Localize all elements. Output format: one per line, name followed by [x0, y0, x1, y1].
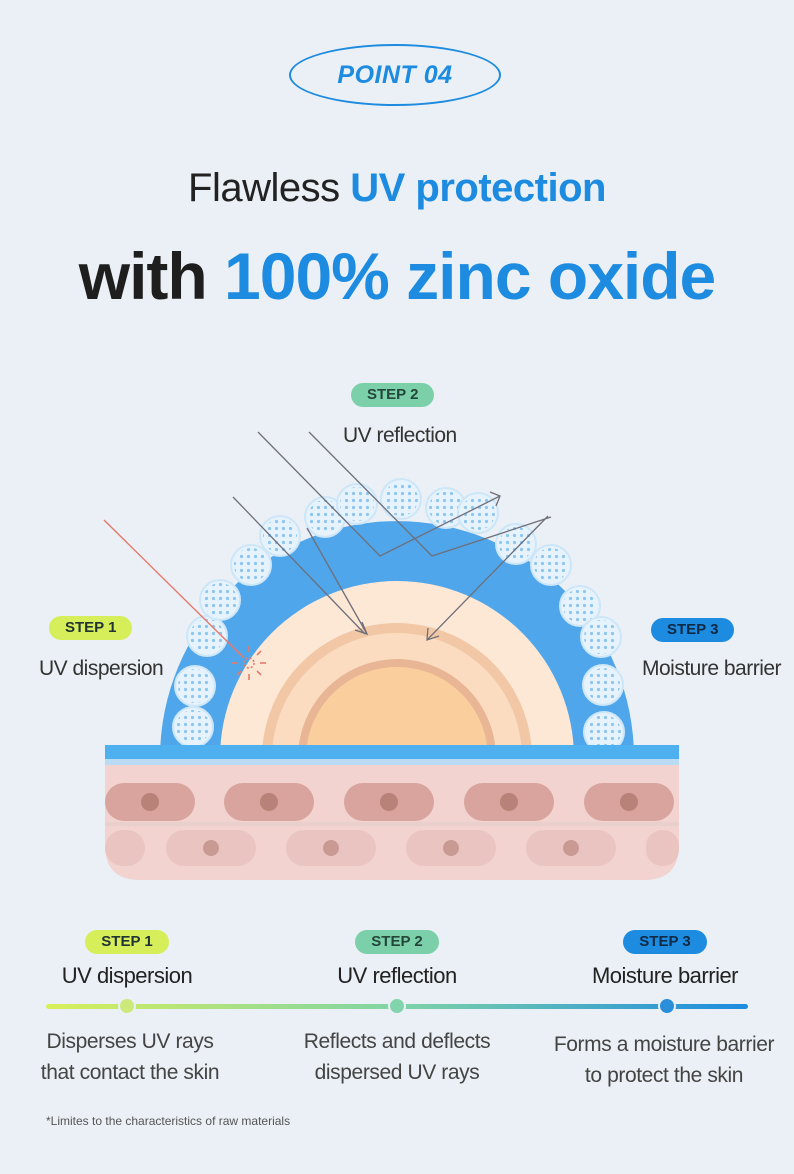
timeline-step-3-title: Moisture barrier [591, 963, 739, 988]
diagram-step2: STEP 2 [351, 383, 435, 407]
skin-cells-bottom [105, 830, 679, 866]
zinc-particle [582, 664, 624, 706]
uv-dispersion-ray [103, 519, 245, 659]
zinc-particle [530, 544, 572, 586]
timeline-step-2-desc-line1: Reflects and deflects [303, 1030, 491, 1053]
zinc-particle [336, 483, 378, 525]
timeline-step-3-desc-line1: Forms a moisture barrier [553, 1033, 775, 1056]
timeline-step-2-desc-line2: dispersed UV rays [314, 1061, 480, 1084]
timeline-step-1-desc-line1: Disperses UV rays [46, 1030, 214, 1053]
zinc-particle [199, 579, 241, 621]
barrier-layer-light [105, 759, 679, 765]
zinc-particle [174, 665, 216, 707]
diagram-step1: STEP 1 [49, 616, 133, 640]
zinc-particle [457, 492, 499, 534]
skin-cells-top [105, 783, 674, 821]
timeline-step-2: STEP 2 UV reflection [297, 930, 497, 989]
headline-line2-highlight: 100% zinc oxide [224, 239, 716, 313]
timeline-dot-3 [658, 997, 676, 1015]
zinc-particle [172, 706, 214, 748]
diagram-step3: STEP 3 [651, 618, 735, 642]
timeline-step-2-pill: STEP 2 [355, 930, 439, 954]
headline-line1-plain: Flawless [188, 166, 351, 210]
timeline-step-1-pill: STEP 1 [85, 930, 169, 954]
timeline-step-3: STEP 3 Moisture barrier [565, 930, 765, 989]
skin-dome-core [306, 667, 488, 758]
uv-reflection-rays [232, 431, 552, 641]
zinc-particle [583, 711, 625, 753]
timeline-step-1-desc-line2: that contact the skin [40, 1061, 220, 1084]
arrow-heads [354, 491, 501, 641]
timeline-step-2-desc: Reflects and deflects dispersed UV rays [267, 1026, 527, 1088]
dispersion-burst-icon [232, 646, 266, 680]
diagram-step2-pill: STEP 2 [351, 383, 435, 407]
zinc-particle [559, 585, 601, 627]
zinc-particle [380, 478, 422, 520]
diagram-step1-pill: STEP 1 [49, 616, 133, 640]
zinc-oxide-particles [172, 478, 625, 753]
headline-line2-plain: with [78, 239, 225, 313]
point-badge: POINT 04 [289, 44, 501, 106]
timeline-step-3-desc-line2: to protect the skin [584, 1064, 744, 1087]
timeline-step-2-title: UV reflection [337, 963, 457, 988]
point-badge-label: POINT 04 [337, 60, 453, 89]
timeline-step-3-desc: Forms a moisture barrier to protect the … [534, 1029, 794, 1091]
diagram-step3-pill: STEP 3 [651, 618, 735, 642]
zinc-particle [230, 544, 272, 586]
timeline-dot-2 [388, 997, 406, 1015]
timeline-step-1-desc: Disperses UV rays that contact the skin [0, 1026, 260, 1088]
diagram-step3-label: Moisture barrier [642, 657, 782, 680]
diagram-step2-label: UV reflection [343, 424, 457, 447]
headline-line2: with 100% zinc oxide [0, 238, 794, 314]
zinc-particle [580, 616, 622, 658]
headline-line1-highlight: UV protection [350, 166, 606, 210]
skin-layer-divider [105, 822, 679, 826]
diagram-step1-label: UV dispersion [39, 657, 164, 680]
barrier-layer [105, 745, 679, 759]
zinc-particle [259, 515, 301, 557]
headline-line1: Flawless UV protection [0, 166, 794, 211]
timeline-dot-1 [118, 997, 136, 1015]
timeline-step-1-title: UV dispersion [61, 963, 193, 988]
footnote: *Limites to the characteristics of raw m… [46, 1114, 291, 1128]
zinc-particle [495, 523, 537, 565]
timeline-step-1: STEP 1 UV dispersion [27, 930, 227, 989]
timeline-step-3-pill: STEP 3 [623, 930, 707, 954]
zinc-particle [186, 615, 228, 657]
